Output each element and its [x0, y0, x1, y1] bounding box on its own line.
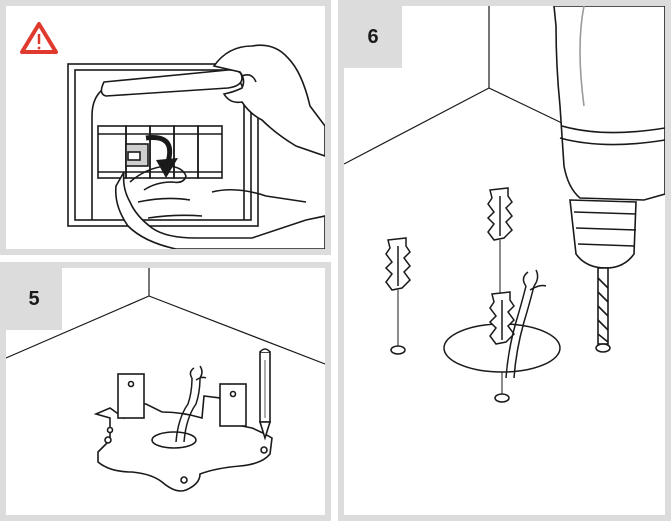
- drill-hole-right: [595, 343, 611, 353]
- wall-plug-left: [384, 237, 411, 291]
- wall-plug-inserted: [488, 291, 515, 345]
- pencil: [258, 348, 272, 441]
- drill: [553, 6, 665, 345]
- cables: [505, 269, 547, 379]
- drill-hole-bottom: [494, 393, 510, 403]
- step-5-illustration: [6, 268, 325, 492]
- step-6-illustration: [344, 6, 665, 403]
- wall-corner: [344, 6, 565, 165]
- step-5-number: 5: [6, 268, 62, 330]
- panel-step-5: 5: [0, 262, 331, 521]
- drill-hole-left: [390, 345, 406, 355]
- mounting-plate: [93, 373, 273, 492]
- panel-switch-off-power: [0, 0, 331, 255]
- hand-lower: [114, 165, 325, 249]
- cables: [175, 365, 207, 443]
- turn-off-arrow: [145, 135, 173, 163]
- hand-upper: [100, 44, 325, 157]
- arrow-head: [156, 158, 178, 178]
- switch-off-illustration: [20, 22, 325, 249]
- wall-corner: [6, 268, 325, 365]
- panel-step-6: 6: [338, 0, 671, 521]
- step-6-number: 6: [344, 6, 402, 68]
- wall-plug-middle: [486, 187, 513, 241]
- warning-triangle-icon: [20, 22, 58, 54]
